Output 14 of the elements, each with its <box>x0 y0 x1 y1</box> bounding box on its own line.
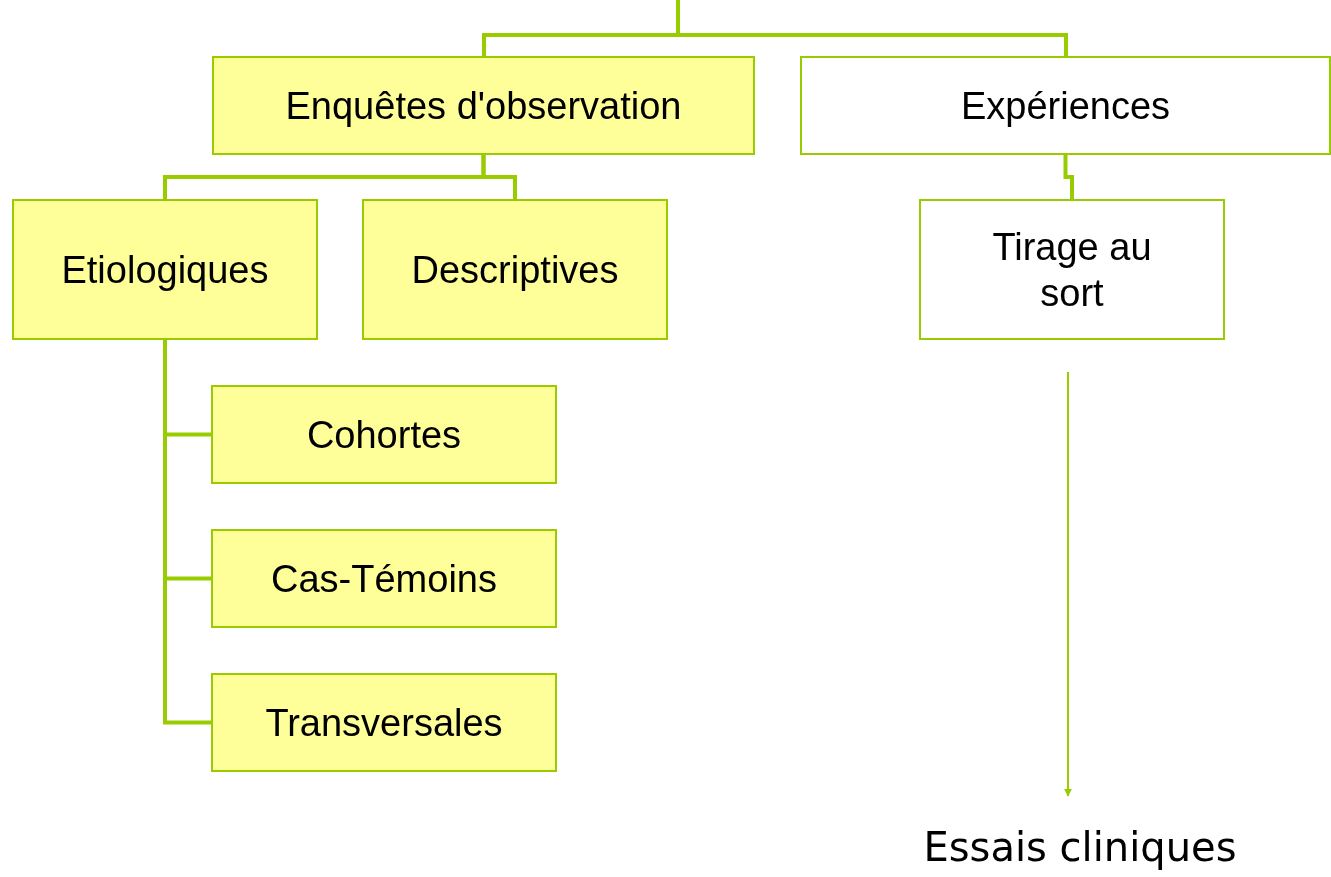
category-box: Enquêtes d'observation <box>212 56 755 155</box>
connector-line <box>676 0 1068 56</box>
connector-line <box>481 155 517 199</box>
connector-line <box>163 340 211 725</box>
arrow <box>1064 371 1072 797</box>
category-box: Cohortes <box>211 385 557 484</box>
category-box: Etiologiques <box>12 199 318 340</box>
category-box: Tirage au sort <box>919 199 1225 340</box>
connector-line <box>1063 155 1074 199</box>
category-box: Expériences <box>800 56 1331 155</box>
category-box: Descriptives <box>362 199 668 340</box>
node-label: Essais cliniques <box>900 818 1260 876</box>
category-box: Transversales <box>211 673 557 772</box>
category-box: Cas-Témoins <box>211 529 557 628</box>
